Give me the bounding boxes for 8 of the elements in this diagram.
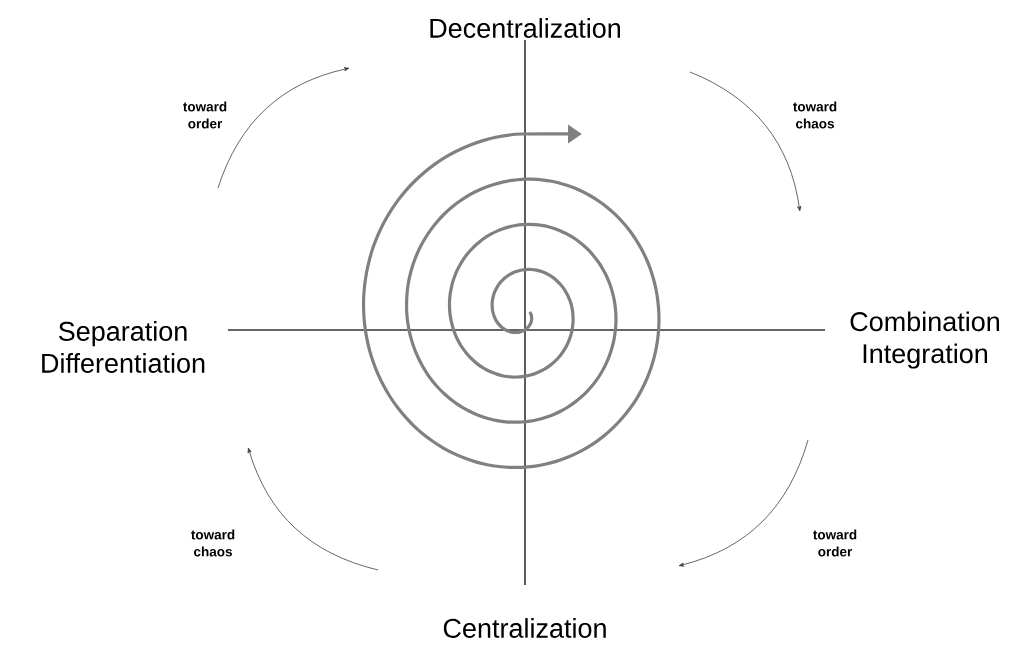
arrow-label: toward order [813,529,857,557]
arrow-label: toward order [183,101,227,129]
axis-label: Centralization [443,618,606,638]
axis-label: Combination Integration [850,311,999,369]
arrow-label: toward chaos [191,529,235,557]
arrow-label: toward chaos [793,101,837,129]
axis-label: Decentralization [430,18,620,38]
axis-label: Separation Differentiation [42,321,205,373]
